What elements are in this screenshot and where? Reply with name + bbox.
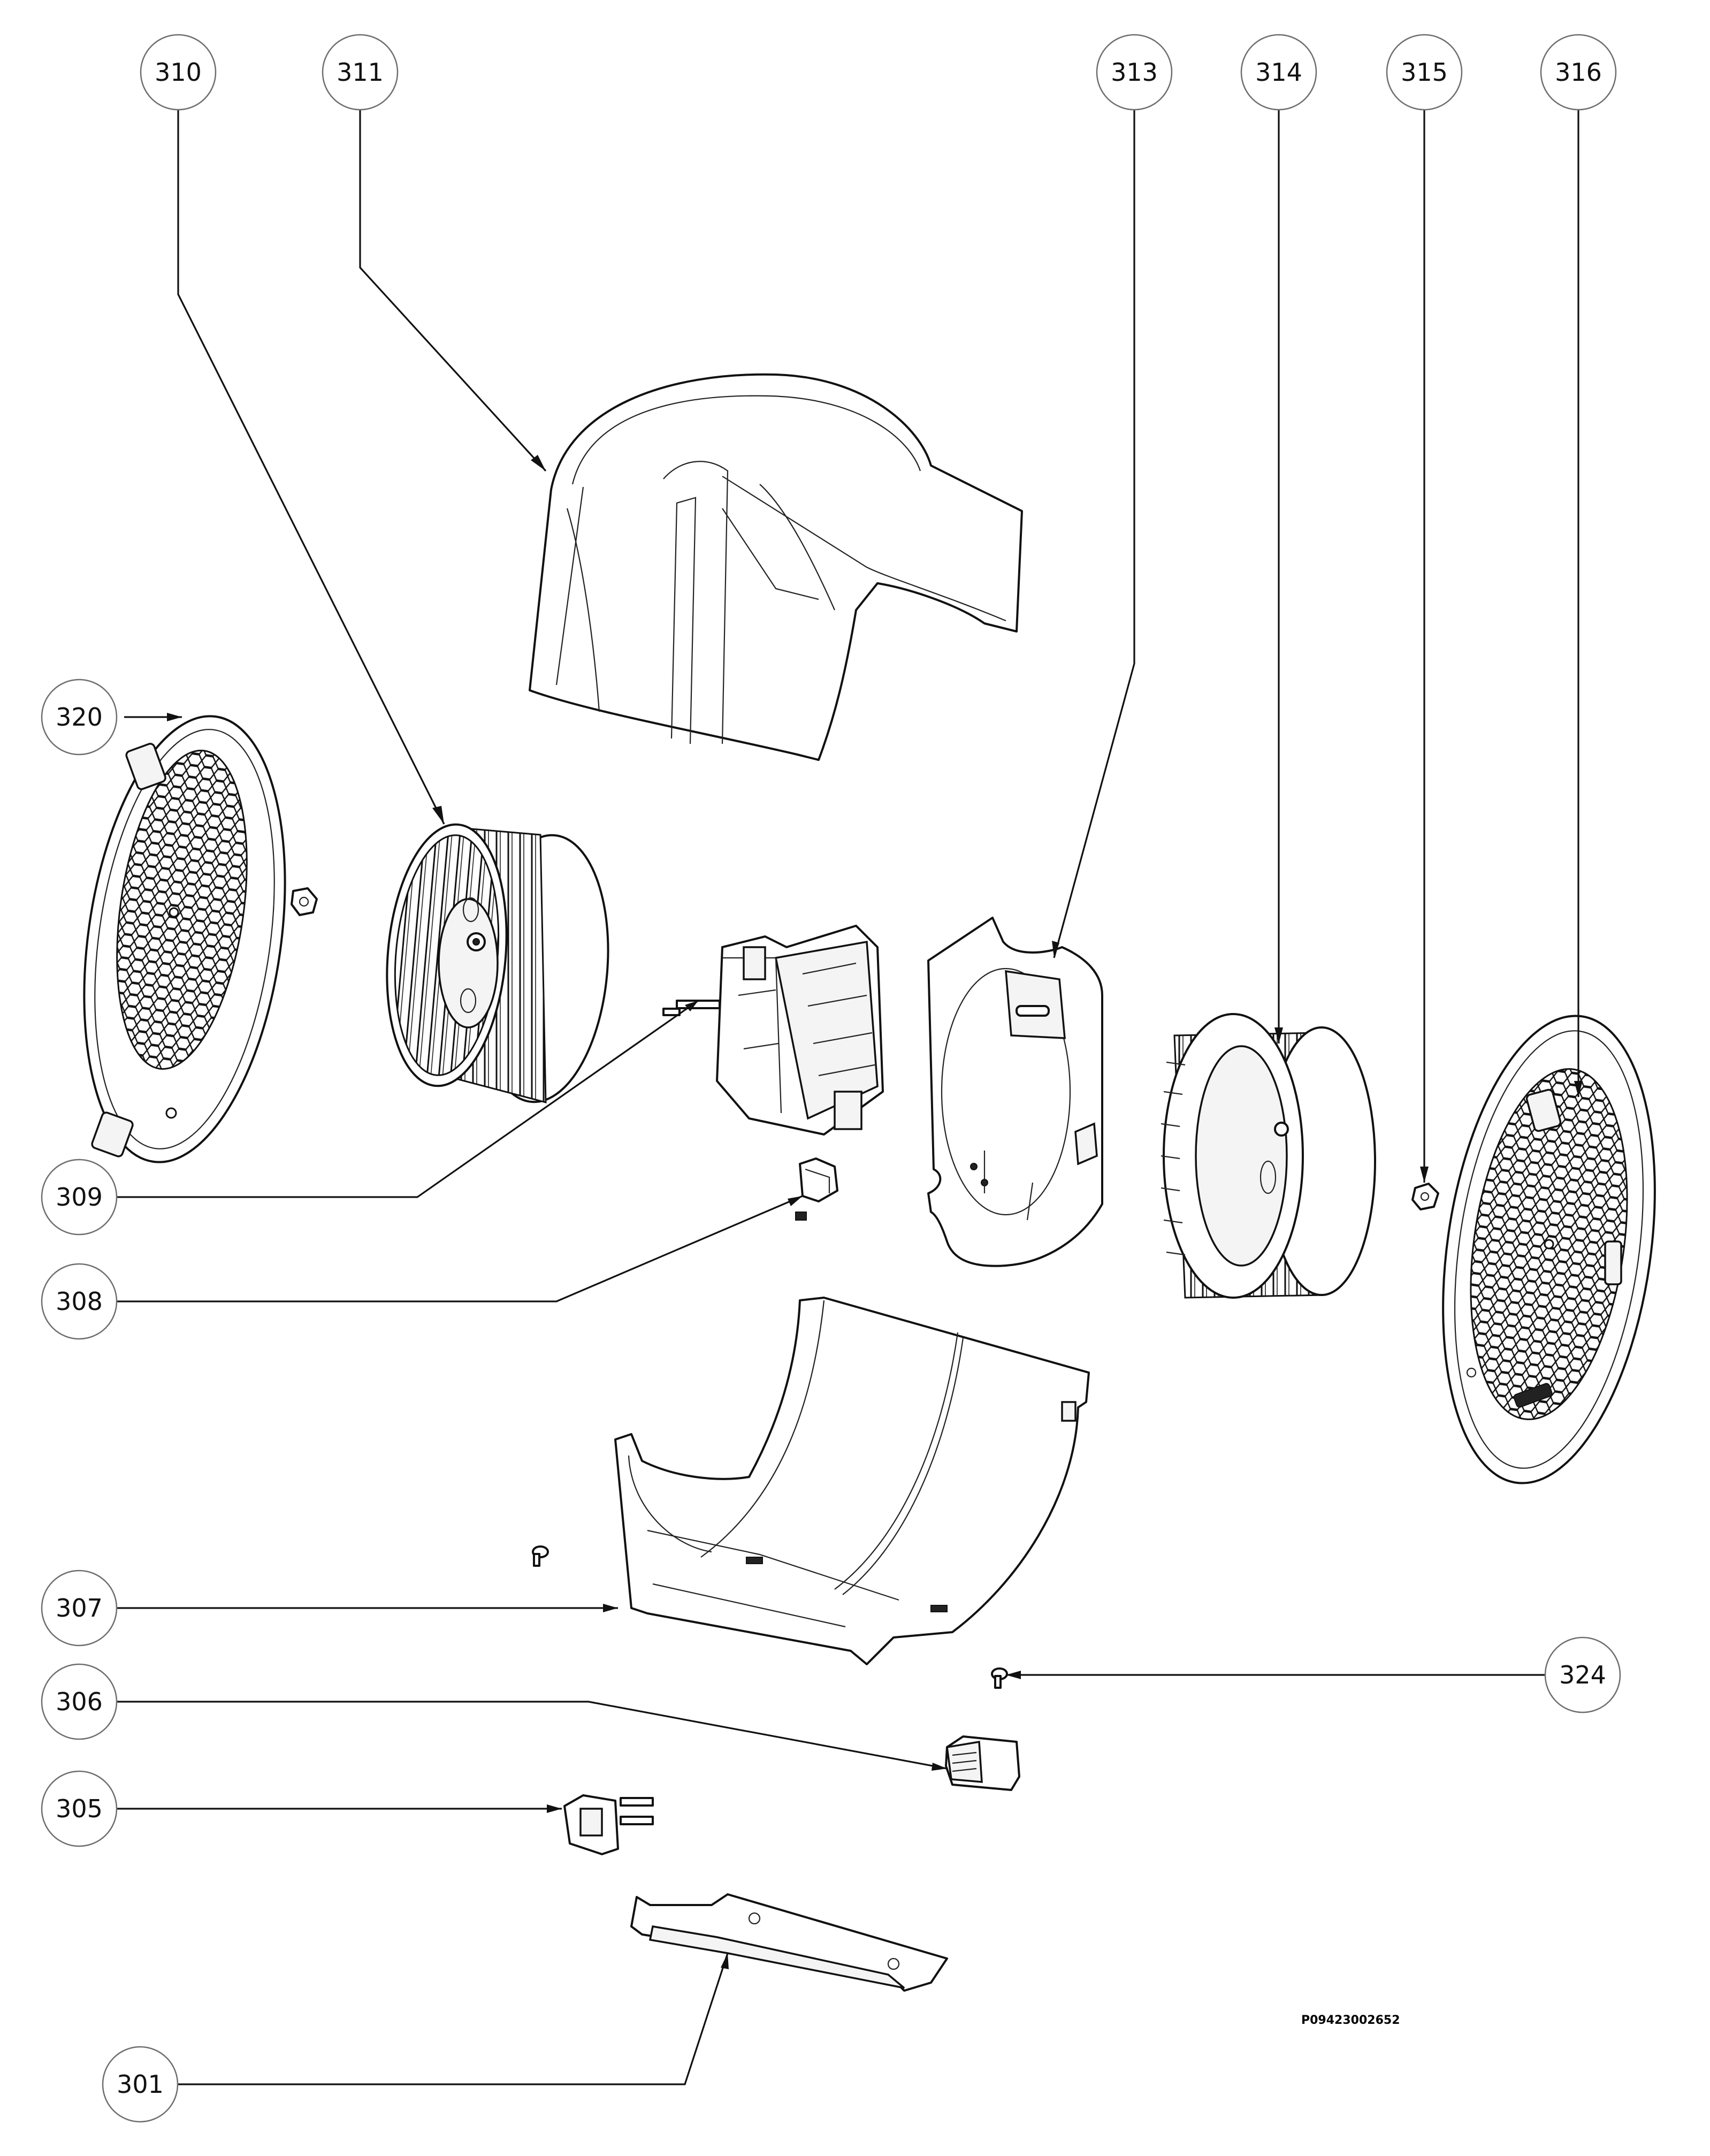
nut-right-part — [1411, 1183, 1439, 1210]
svg-text:311: 311 — [337, 58, 384, 87]
inlet-grille-left-part — [83, 715, 286, 1163]
svg-text:308: 308 — [56, 1287, 103, 1316]
svg-text:307: 307 — [56, 1594, 103, 1622]
drawing-code: P09423002652 — [1301, 2014, 1400, 2027]
cover-plate-part — [630, 1893, 948, 1992]
callout-305: 305 — [41, 1770, 118, 1847]
svg-text:320: 320 — [56, 703, 103, 732]
screw-324-part — [991, 1667, 1008, 1689]
svg-text:316: 316 — [1555, 58, 1602, 87]
callout-313: 313 — [1096, 34, 1173, 111]
callout-316: 316 — [1540, 34, 1617, 111]
callout-324: 324 — [1544, 1636, 1621, 1713]
motor-mounting-plate-part — [927, 917, 1103, 1267]
svg-text:324: 324 — [1559, 1660, 1606, 1689]
callout-307: 307 — [41, 1570, 118, 1647]
blower-housing-bottom-part — [614, 1297, 1090, 1665]
callout-301: 301 — [102, 2046, 179, 2123]
callout-310: 310 — [140, 34, 217, 111]
svg-text:305: 305 — [56, 1794, 103, 1823]
callout-314: 314 — [1240, 34, 1317, 111]
fan-wheel-right-part — [1161, 1013, 1376, 1299]
callout-311: 311 — [322, 34, 399, 111]
leader-lines — [110, 110, 1579, 2085]
svg-text:314: 314 — [1255, 58, 1302, 87]
svg-text:309: 309 — [56, 1183, 103, 1212]
fan-wheel-left-part — [386, 823, 609, 1103]
capacitor-clip-part — [795, 1157, 838, 1221]
svg-text:306: 306 — [56, 1687, 103, 1716]
callout-315: 315 — [1386, 34, 1463, 111]
inlet-grille-right-part — [1442, 1015, 1656, 1484]
svg-text:301: 301 — [117, 2070, 164, 2099]
svg-text:313: 313 — [1111, 58, 1158, 87]
callout-309: 309 — [41, 1159, 118, 1236]
screw-left-part — [532, 1545, 549, 1567]
leader-arrowheads — [167, 455, 1583, 1969]
callout-306: 306 — [41, 1663, 118, 1740]
callout-320: 320 — [41, 679, 118, 756]
svg-text:310: 310 — [155, 58, 202, 87]
blower-housing-top-part — [529, 373, 1023, 761]
nut-left-part — [291, 887, 318, 916]
motor-part — [662, 925, 884, 1136]
connector-part — [945, 1735, 1020, 1791]
svg-text:315: 315 — [1401, 58, 1448, 87]
terminal-block-part — [563, 1794, 654, 1855]
callout-308: 308 — [41, 1263, 118, 1340]
